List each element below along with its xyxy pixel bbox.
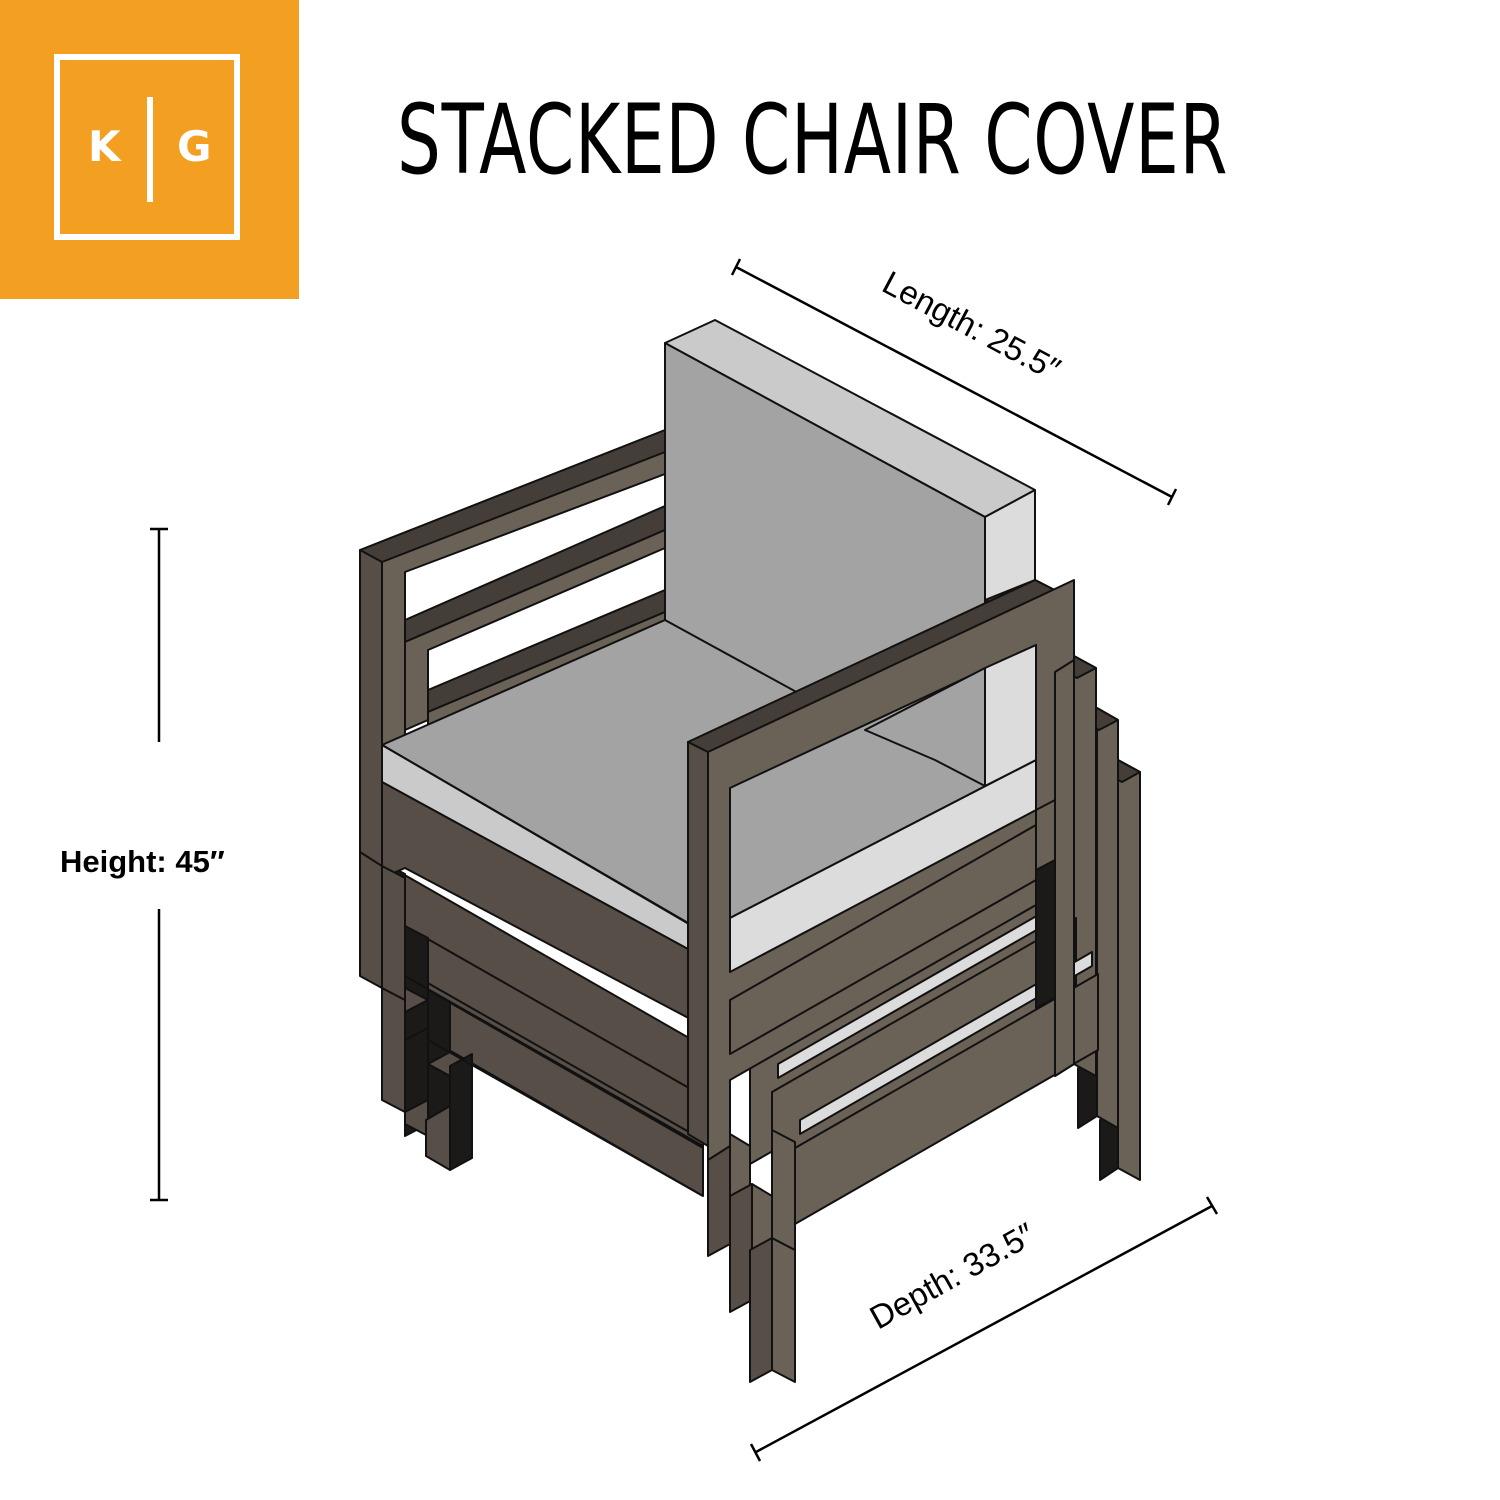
logo-letter-k: K: [88, 122, 121, 171]
depth-dimension-line: [749, 1196, 1219, 1462]
logo-letter-g: G: [177, 122, 212, 171]
depth-label: Depth: 33.5″: [863, 1215, 1041, 1336]
height-label: Height: 45″: [60, 844, 225, 879]
height-dimension-line: [150, 527, 168, 1202]
page-title: STACKED CHAIR COVER: [397, 84, 1229, 196]
top-chair: [359, 319, 1075, 1161]
length-label: Length: 25.5″: [877, 264, 1067, 388]
brand-logo: K G: [0, 0, 299, 299]
logo-divider: [147, 97, 153, 202]
logo-frame: [54, 54, 240, 240]
length-dimension-line: [730, 258, 1178, 506]
